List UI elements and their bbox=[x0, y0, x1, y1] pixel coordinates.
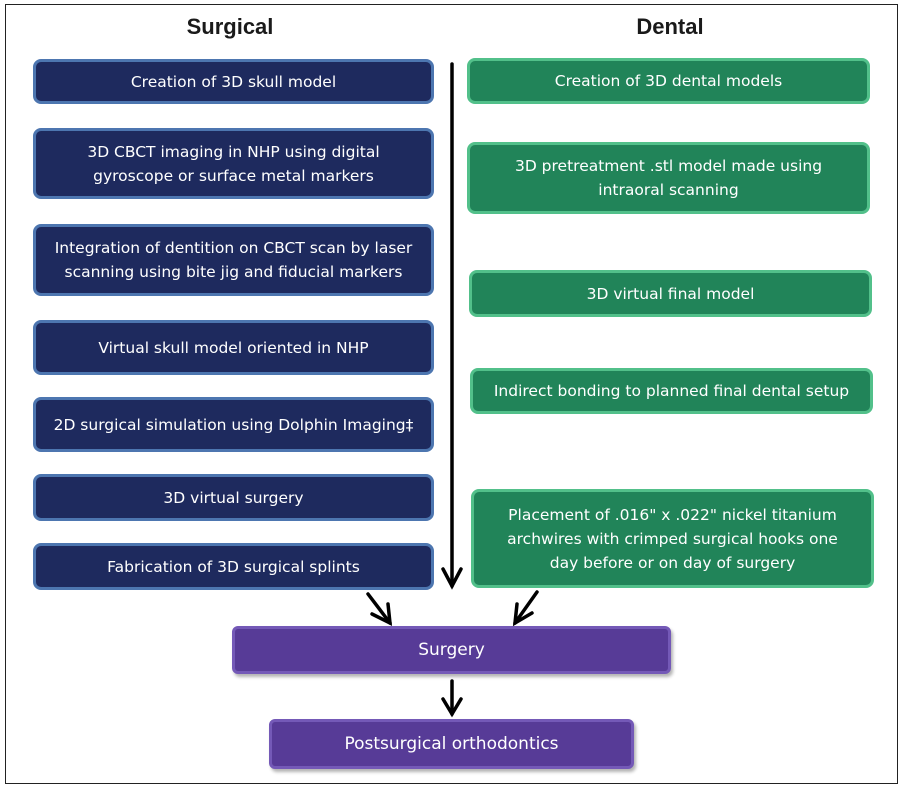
postsurgical-orthodontics-box: Postsurgical orthodontics bbox=[269, 719, 634, 769]
surgical-step-5: 2D surgical simulation using Dolphin Ima… bbox=[33, 397, 434, 452]
surgical-step-2: 3D CBCT imaging in NHP using digital gyr… bbox=[33, 128, 434, 199]
surgery-to-postsurgical-arrow bbox=[441, 679, 463, 718]
diagram-frame bbox=[5, 4, 898, 784]
surgical-step-7: Fabrication of 3D surgical splints bbox=[33, 543, 434, 590]
timeline-arrow bbox=[441, 62, 463, 590]
dental-step-4: Indirect bonding to planned final dental… bbox=[470, 368, 873, 414]
dental-to-surgery-arrow bbox=[512, 590, 539, 627]
dental-step-5: Placement of .016" x .022" nickel titani… bbox=[471, 489, 874, 588]
surgery-box: Surgery bbox=[232, 626, 671, 674]
dental-column-title: Dental bbox=[636, 14, 704, 39]
surgical-step-1: Creation of 3D skull model bbox=[33, 59, 434, 104]
surgical-step-3: Integration of dentition on CBCT scan by… bbox=[33, 224, 434, 296]
surgical-column-title: Surgical bbox=[186, 14, 274, 39]
surgical-step-4: Virtual skull model oriented in NHP bbox=[33, 320, 434, 375]
dental-step-3: 3D virtual final model bbox=[469, 270, 872, 317]
surgical-to-surgery-arrow bbox=[366, 592, 393, 626]
surgical-step-6: 3D virtual surgery bbox=[33, 474, 434, 521]
dental-step-1: Creation of 3D dental models bbox=[467, 58, 870, 104]
dental-step-2: 3D pretreatment .stl model made using in… bbox=[467, 142, 870, 214]
